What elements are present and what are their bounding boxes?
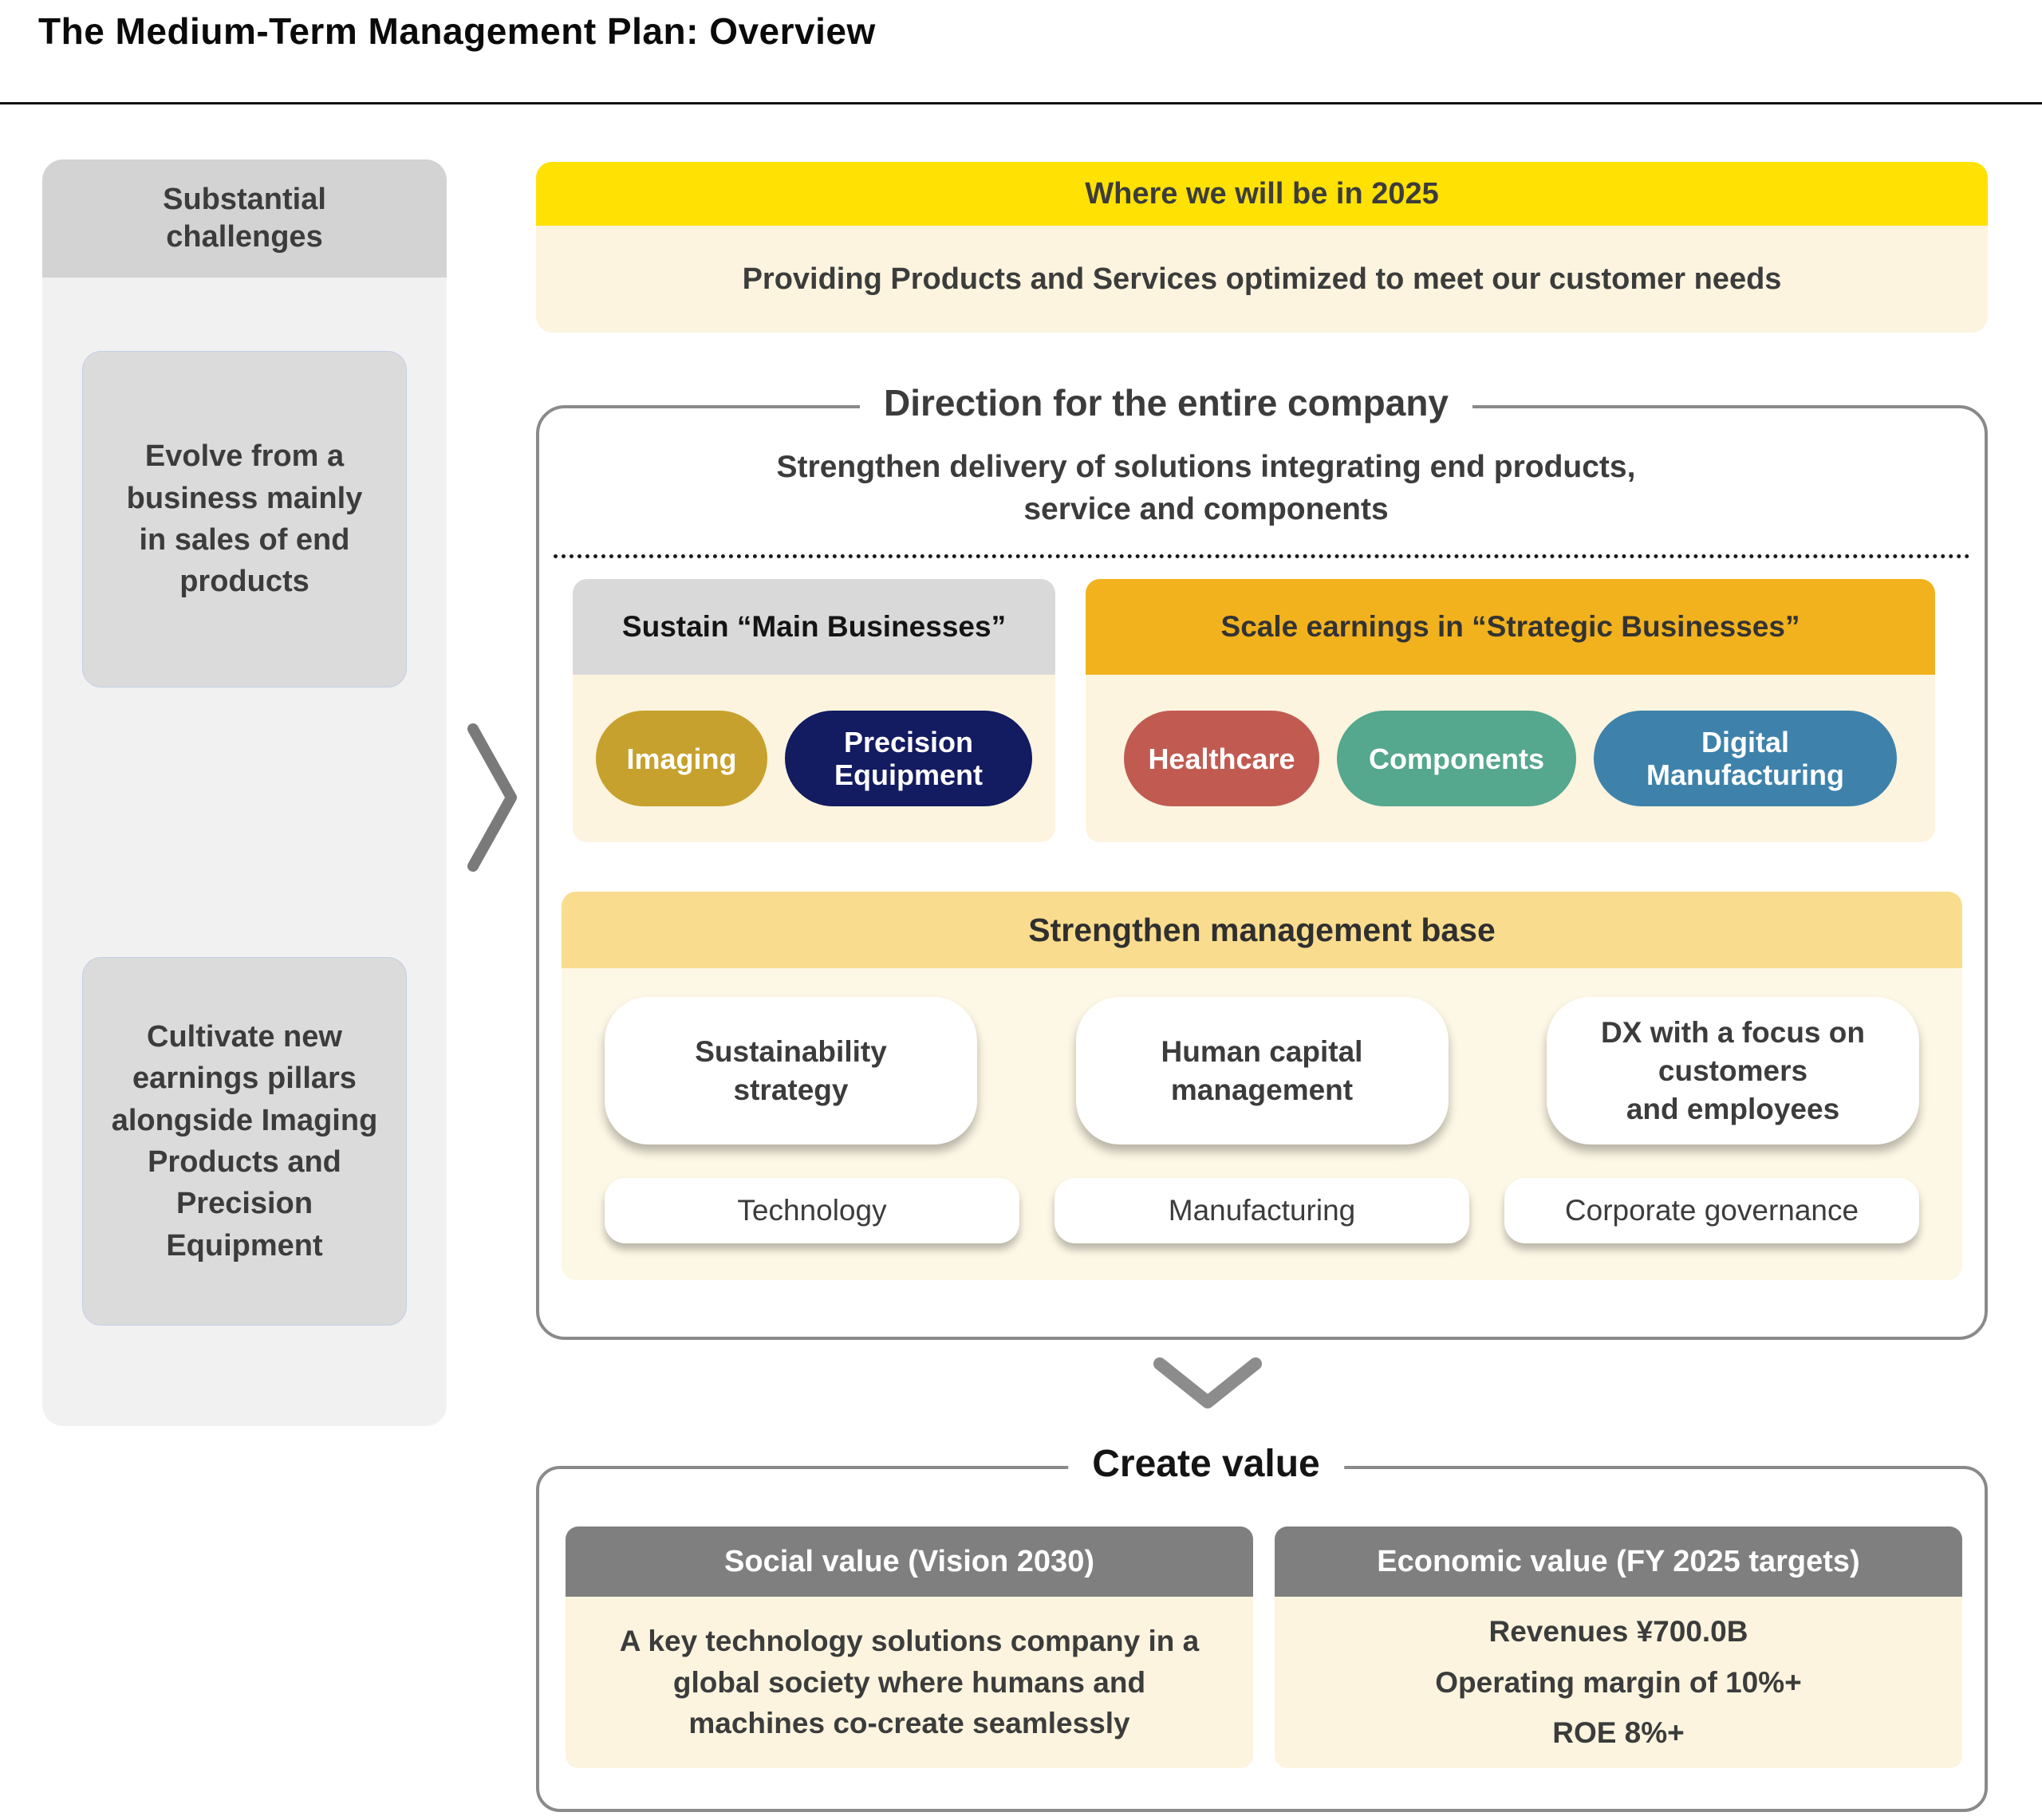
direction-subtitle: Strengthen delivery of solutions integra… xyxy=(776,450,1636,526)
economic-value-body: Revenues ¥700.0B Operating margin of 10%… xyxy=(1275,1597,1962,1768)
economic-target-roe: ROE 8%+ xyxy=(1552,1716,1685,1750)
strategic-businesses-section: Scale earnings in “Strategic Businesses”… xyxy=(1086,579,1935,843)
strategic-section-body: Healthcare Components Digital Manufactur… xyxy=(1086,675,1935,843)
management-base-header: Strengthen management base xyxy=(562,892,1962,969)
challenge-item-cultivate: Cultivate new earnings pillars alongside… xyxy=(82,957,407,1326)
economic-value-card: Economic value (FY 2025 targets) Revenue… xyxy=(1275,1527,1962,1768)
healthcare-pill: Healthcare xyxy=(1124,711,1319,807)
economic-value-header: Economic value (FY 2025 targets) xyxy=(1275,1527,1962,1597)
substantial-challenges-panel: Substantial challenges Evolve from a bus… xyxy=(42,160,447,1426)
social-value-card: Social value (Vision 2030) A key technol… xyxy=(566,1527,1253,1768)
vision-2025-banner: Where we will be in 2025 Providing Produ… xyxy=(536,162,1988,333)
chevron-right-icon xyxy=(465,718,521,881)
management-row-1: Sustainability strategy Human capital ma… xyxy=(605,997,1919,1145)
value-cards-row: Social value (Vision 2030) A key technol… xyxy=(539,1469,1985,1768)
challenges-header: Substantial challenges xyxy=(42,160,447,278)
corporate-governance-pill: Corporate governance xyxy=(1504,1178,1919,1244)
management-row-2: Technology Manufacturing Corporate gover… xyxy=(605,1178,1919,1244)
strategic-section-header: Scale earnings in “Strategic Businesses” xyxy=(1086,579,1935,676)
imaging-pill: Imaging xyxy=(596,711,767,807)
social-value-body: A key technology solutions company in a … xyxy=(566,1597,1253,1768)
direction-panel: Direction for the entire company Strengt… xyxy=(536,381,1988,1340)
manufacturing-pill: Manufacturing xyxy=(1055,1178,1469,1244)
direction-panel-legend: Direction for the entire company xyxy=(859,381,1473,424)
social-value-header: Social value (Vision 2030) xyxy=(566,1527,1253,1597)
title-divider xyxy=(0,102,2042,104)
challenge-item-evolve: Evolve from a business mainly in sales o… xyxy=(82,351,407,687)
create-value-legend: Create value xyxy=(1068,1442,1344,1486)
components-pill: Components xyxy=(1337,711,1576,807)
sustain-main-businesses-section: Sustain “Main Businesses” Imaging Precis… xyxy=(573,579,1055,843)
precision-equipment-pill: Precision Equipment xyxy=(785,711,1032,807)
sustain-section-header: Sustain “Main Businesses” xyxy=(573,579,1055,676)
management-base-section: Strengthen management base Sustainabilit… xyxy=(562,892,1962,1281)
vision-2025-banner-subtitle: Providing Products and Services optimize… xyxy=(536,226,1988,333)
dx-focus-pill: DX with a focus on customers and employe… xyxy=(1547,997,1919,1145)
chevron-down-icon xyxy=(1152,1356,1263,1420)
create-value-panel: Create value Social value (Vision 2030) … xyxy=(536,1442,1988,1812)
management-base-body: Sustainability strategy Human capital ma… xyxy=(562,968,1962,1281)
economic-target-operating-margin: Operating margin of 10%+ xyxy=(1435,1665,1802,1699)
human-capital-pill: Human capital management xyxy=(1075,997,1449,1145)
sustain-section-body: Imaging Precision Equipment xyxy=(573,675,1055,843)
page-title: The Medium-Term Management Plan: Overvie… xyxy=(38,10,876,52)
business-sections: Sustain “Main Businesses” Imaging Precis… xyxy=(539,579,1985,843)
vision-2025-banner-title: Where we will be in 2025 xyxy=(536,162,1988,226)
dotted-divider xyxy=(554,554,1970,559)
digital-manufacturing-pill: Digital Manufacturing xyxy=(1594,711,1897,807)
sustainability-strategy-pill: Sustainability strategy xyxy=(605,997,977,1145)
economic-target-revenues: Revenues ¥700.0B xyxy=(1488,1614,1748,1648)
technology-pill: Technology xyxy=(605,1178,1019,1244)
